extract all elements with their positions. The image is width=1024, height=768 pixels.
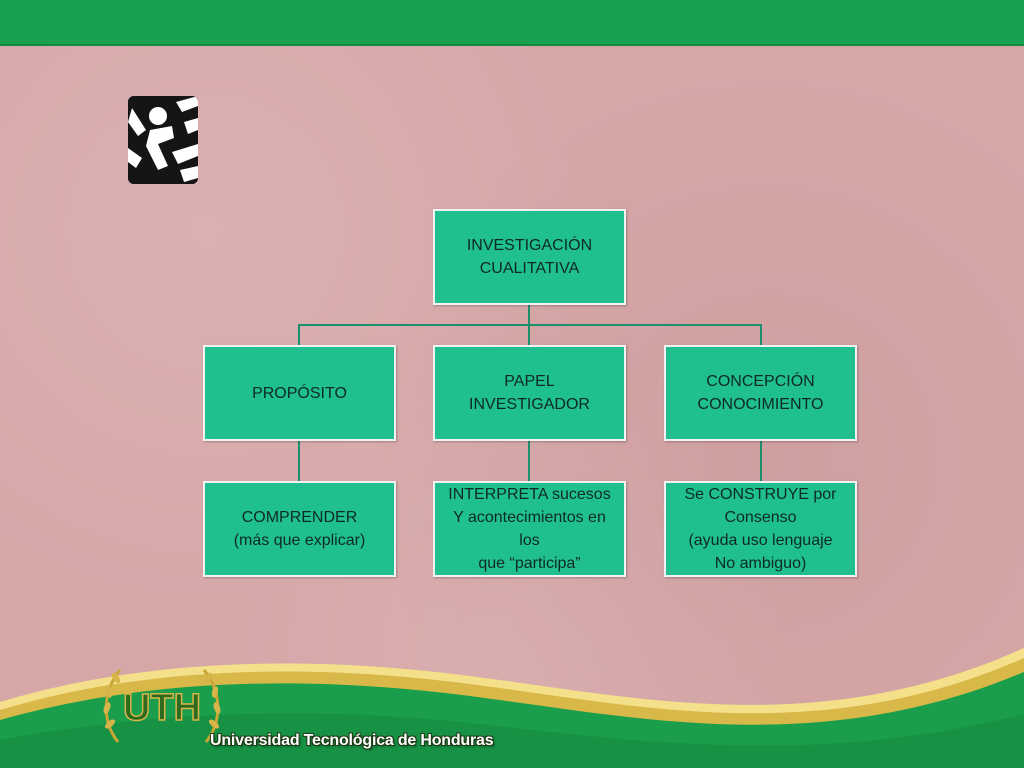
uth-logo-text: UTH: [123, 687, 201, 729]
top-bar: [0, 0, 1024, 46]
abstract-figure-logo-icon: [128, 96, 198, 184]
connector-root-down: [528, 304, 530, 326]
root-node: INVESTIGACIÓN CUALITATIVA: [433, 209, 626, 305]
detail-node-construye: Se CONSTRUYE por Consenso (ayuda uso len…: [664, 481, 857, 577]
branch-node-papel-investigador: PAPEL INVESTIGADOR: [433, 345, 626, 441]
laurel-wreath-icon: UTH: [103, 669, 221, 743]
detail-node-comprender: COMPRENDER (más que explicar): [203, 481, 396, 577]
university-name: Universidad Tecnológica de Honduras: [210, 732, 494, 749]
detail-node-interpreta: INTERPRETA sucesos Y acontecimientos en …: [433, 481, 626, 577]
connector-detail-3: [760, 440, 762, 482]
connector-branch-3: [760, 324, 762, 346]
connector-horizontal: [298, 324, 762, 326]
connector-detail-1: [298, 440, 300, 482]
uth-logo: UTH: [100, 662, 224, 752]
branch-node-concepcion-conocimiento: CONCEPCIÓN CONOCIMIENTO: [664, 345, 857, 441]
connector-detail-2: [528, 440, 530, 482]
connector-branch-2: [528, 324, 530, 346]
branch-node-proposito: PROPÓSITO: [203, 345, 396, 441]
footer-band: [0, 640, 1024, 768]
connector-branch-1: [298, 324, 300, 346]
